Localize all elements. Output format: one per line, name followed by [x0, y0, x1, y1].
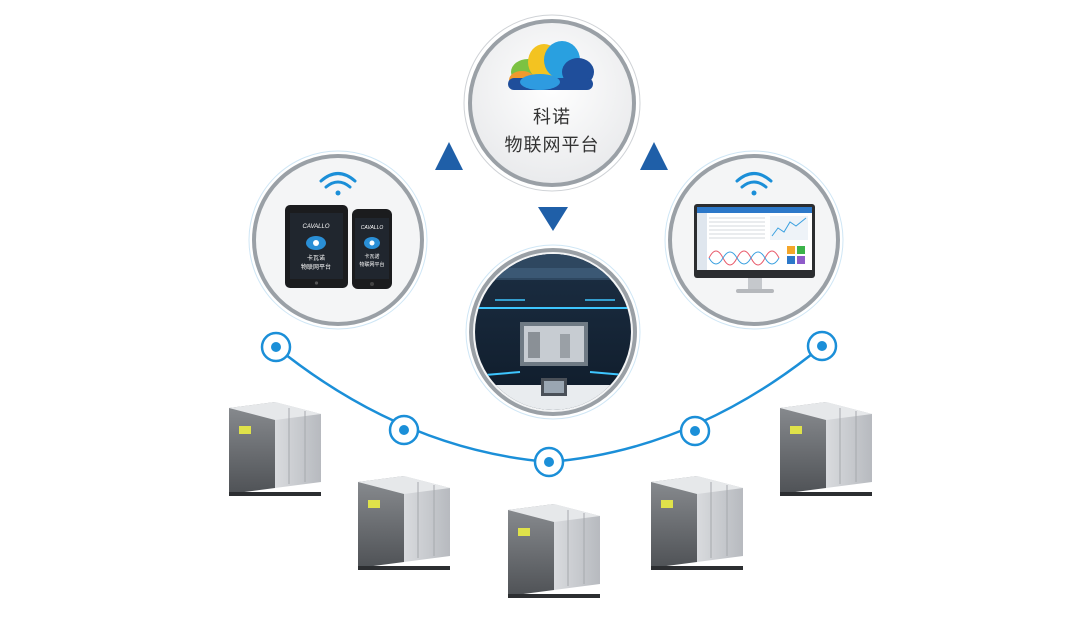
tablet-line2: 物联网平台 — [301, 263, 331, 271]
server-cabinet-icon — [229, 402, 321, 496]
network-node-icon — [388, 414, 420, 446]
wifi-icon — [319, 172, 357, 196]
hub-title-line1: 科诺 — [533, 107, 571, 128]
phone-line2: 物联网平台 — [359, 261, 384, 268]
wifi-icon — [735, 172, 773, 196]
cloud-gear-icon — [306, 236, 326, 250]
cloud-logo-icon — [508, 41, 594, 90]
phone-line1: 卡瓦诺 — [364, 253, 379, 260]
server-cabinet-icon — [358, 476, 450, 570]
control-room-disc — [465, 244, 641, 420]
tablet-brand: CAVALLO — [302, 224, 329, 230]
monitor-device — [694, 204, 815, 293]
network-node-icon — [679, 415, 711, 447]
hub-title-line2: 物联网平台 — [504, 135, 600, 156]
server-cabinet-icon — [651, 476, 743, 570]
tablet-line1: 卡瓦诺 — [307, 254, 325, 262]
cloud-gear-icon — [364, 237, 380, 249]
server-cabinet-icon — [780, 402, 872, 496]
down-arrow-icon — [538, 207, 568, 231]
up-arrow-icon — [435, 142, 463, 170]
platform-hub — [463, 14, 641, 192]
mobile-devices-disc: CAVALLO 卡瓦诺 物联网平台 CAVALLO 卡瓦诺 物联网平台 — [248, 150, 428, 330]
desktop-monitor-disc — [664, 150, 844, 330]
network-node-icon — [260, 331, 292, 363]
phone-brand: CAVALLO — [361, 225, 384, 231]
tablet-device — [285, 205, 348, 288]
server-cabinet-icon — [508, 504, 600, 598]
up-arrow-icon — [640, 142, 668, 170]
network-node-icon — [806, 330, 838, 362]
network-node-icon — [533, 446, 565, 478]
phone-device — [352, 209, 392, 289]
